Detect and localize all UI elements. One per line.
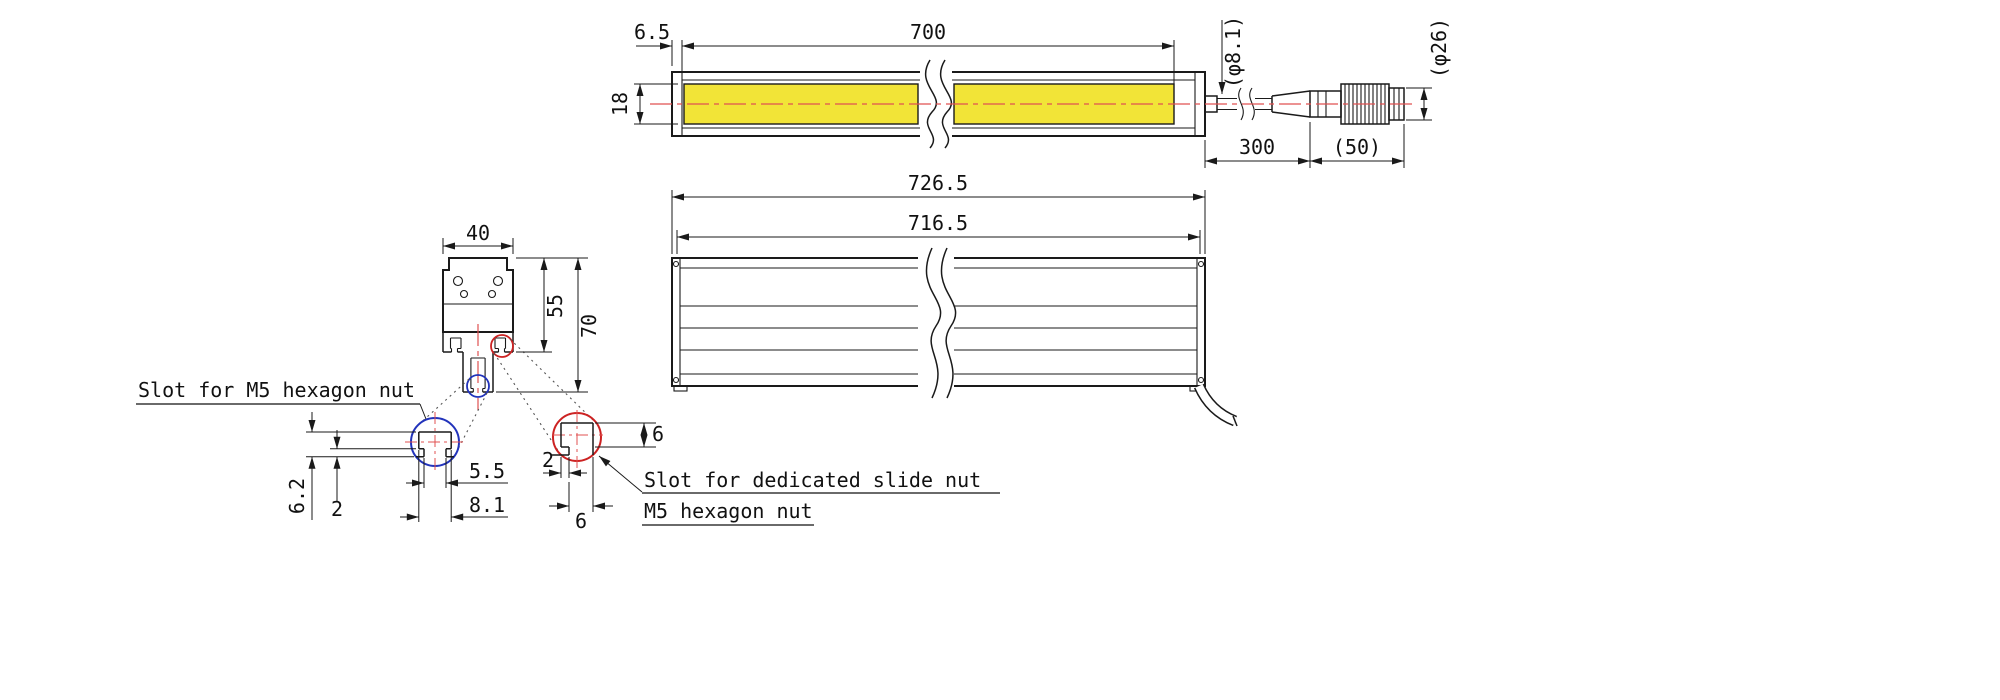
break-line	[939, 59, 953, 149]
detail-m5-slot: 5.5 8.1 6.2 2	[285, 412, 508, 522]
screw-hole	[487, 289, 497, 299]
body-outline-left	[671, 257, 918, 387]
dim-cavity-width: 8.1	[469, 493, 505, 517]
m5-slot	[470, 357, 486, 392]
dim-lip: 2	[331, 497, 343, 521]
side-slot-left	[449, 337, 462, 352]
m5-slot-profile	[416, 431, 454, 458]
dim-cable-dia: (φ8.1)	[1221, 16, 1245, 88]
dim-height-to-slot: 55	[543, 294, 567, 318]
dim-opening-width: 5.5	[469, 459, 505, 483]
break-line	[924, 59, 938, 149]
m5-slot-highlight-circle	[466, 374, 490, 398]
slide-slot-profile	[551, 422, 594, 456]
dim-connector-dia: (φ26)	[1427, 18, 1451, 78]
cross-section-view: 40 55 70	[415, 221, 601, 458]
label-m5-slot: Slot for M5 hexagon nut	[138, 378, 415, 402]
mounting-foot	[673, 385, 688, 392]
cable	[1217, 97, 1272, 111]
label-slide-slot-line2: M5 hexagon nut	[644, 499, 813, 523]
dim-cavity-height: 6	[652, 422, 664, 446]
centerline	[405, 412, 465, 472]
slide-slot-highlight-circle	[490, 334, 514, 358]
detail-slide-slot: 6 2 6	[542, 410, 664, 533]
neck	[462, 352, 494, 393]
break-line	[940, 247, 957, 399]
dim-slide-opening-width: 6	[575, 509, 587, 533]
annotation-labels: Slot for M5 hexagon nut Slot for dedicat…	[136, 378, 1000, 526]
dim-offset: 6.5	[634, 20, 670, 44]
dim-cable-length: 300	[1239, 135, 1275, 159]
body-outline-right	[954, 257, 1206, 387]
profile-upper-body	[442, 257, 514, 333]
front-view: 6.5 700 18 (φ8.1) (φ26) 300 (50)	[608, 16, 1451, 168]
dim-window-height: 18	[608, 92, 632, 116]
dim-connector-length: (50)	[1333, 135, 1381, 159]
dim-window-length: 700	[910, 20, 946, 44]
break-line	[925, 247, 942, 399]
screw-hole	[492, 275, 504, 287]
dim-total-length: 726.5	[908, 171, 968, 195]
side-view: 726.5 716.5	[671, 171, 1238, 427]
side-slot-right	[494, 337, 507, 352]
dim-total-height: 70	[577, 314, 601, 338]
dim-depth: 6.2	[285, 478, 309, 514]
screw-hole	[459, 289, 469, 299]
dim-body-length: 716.5	[908, 211, 968, 235]
dim-slide-lip: 2	[542, 448, 554, 472]
detail-leader	[493, 338, 596, 453]
dim-width: 40	[466, 221, 490, 245]
label-slide-slot-line1: Slot for dedicated slide nut	[644, 468, 981, 492]
screw-hole	[452, 275, 464, 287]
